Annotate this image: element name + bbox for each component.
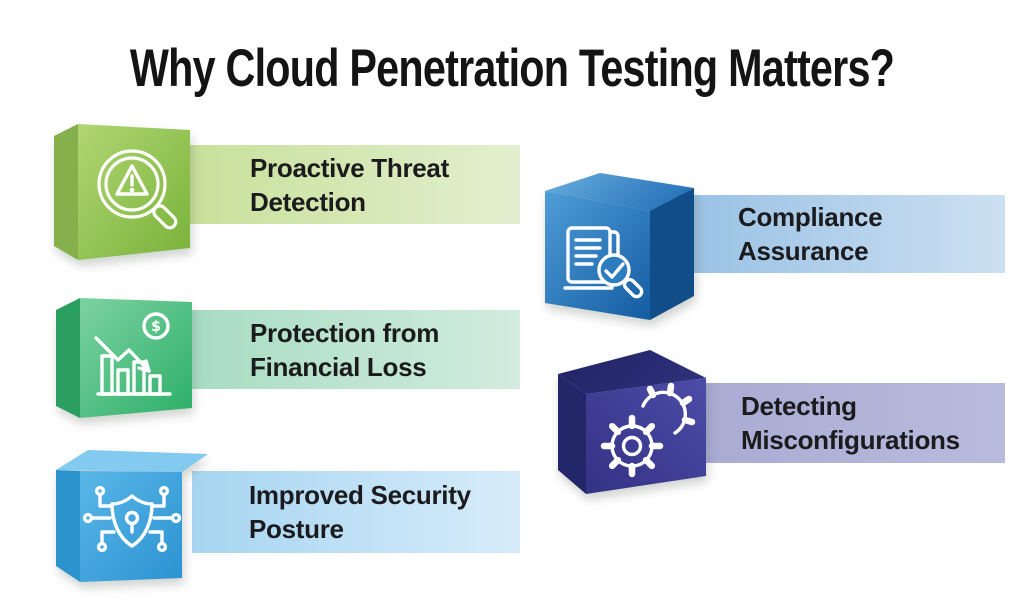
item-label-line1: Detecting: [741, 391, 857, 421]
cube-protection-from-financial-loss: $: [56, 298, 192, 418]
document-check-magnifier-icon: [563, 226, 644, 299]
cube-compliance-assurance: [545, 173, 694, 320]
cube-right-face: [650, 188, 694, 320]
cube-side-face: [54, 124, 78, 260]
cube-front-face: [78, 124, 190, 260]
cube-side-face: [558, 374, 586, 494]
declining-chart-dollar-icon: $: [94, 312, 172, 396]
cube-top-face: [558, 350, 706, 394]
cube-side-face: [56, 470, 80, 582]
item-label-line2: Detection: [250, 186, 366, 217]
item-label-line2: Misconfigurations: [741, 425, 960, 455]
cube-detecting-misconfigurations: [558, 350, 706, 494]
cube-top-face: [545, 173, 694, 211]
magnifier-warning-icon: [97, 149, 178, 230]
item-label-line1: Improved Security: [249, 480, 471, 510]
cube-top-face: [56, 450, 208, 472]
item-label-line2: Assurance: [738, 236, 869, 266]
svg-text:$: $: [151, 319, 161, 335]
item-label-line2: Financial Loss: [250, 351, 427, 382]
item-label-line1: Compliance: [738, 202, 883, 232]
cube-improved-security-posture: [56, 450, 208, 582]
page-title: Why Cloud Penetration Testing Matters?: [129, 39, 895, 98]
item-label-line1: Proactive Threat: [250, 152, 449, 183]
shield-circuit-icon: [82, 485, 182, 553]
cube-front-face: [586, 378, 706, 494]
cube-proactive-threat-detection: [54, 124, 190, 260]
cube-side-face: [56, 298, 80, 418]
item-label-line2: Posture: [249, 514, 344, 544]
item-label-line1: Protection from: [250, 317, 440, 348]
gears-icon: [600, 382, 696, 478]
